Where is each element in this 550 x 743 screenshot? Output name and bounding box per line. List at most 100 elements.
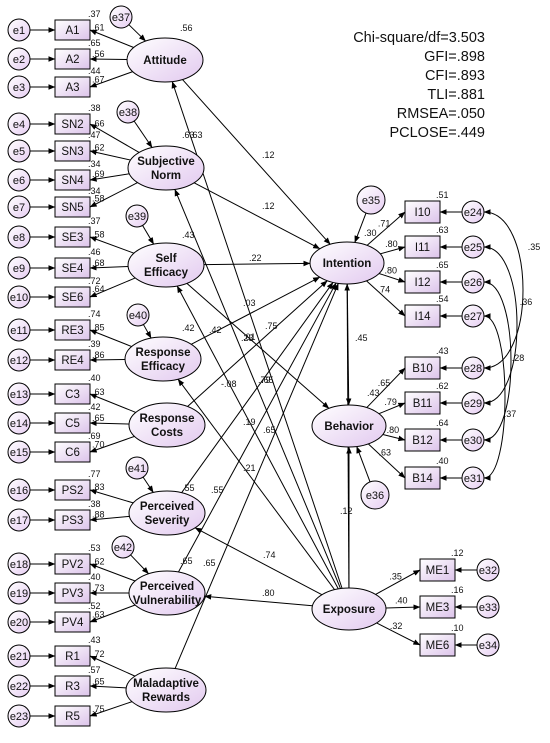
latent-self_efficacy bbox=[128, 243, 204, 287]
loading-label-PS3: .88 bbox=[92, 509, 105, 519]
error-label-e5: e5 bbox=[13, 146, 25, 158]
latent-maladaptive_rewards bbox=[126, 668, 206, 712]
indicator-label-I14: I14 bbox=[415, 311, 432, 323]
fit-index: GFI=.898 bbox=[424, 49, 485, 65]
latent-label-response_efficacy: Response bbox=[136, 347, 191, 359]
indicator-label-SN3: SN3 bbox=[61, 146, 83, 158]
indicator-label-I10: I10 bbox=[415, 207, 431, 219]
latent-label-self_efficacy: Self bbox=[155, 253, 176, 265]
loading-label-A3: .67 bbox=[92, 75, 105, 85]
indicator-r2-ME1: .12 bbox=[451, 548, 464, 558]
indicator-label-PV3: PV3 bbox=[62, 588, 84, 600]
latent-r2-perceived_vulnerability: .65 bbox=[180, 556, 193, 566]
indicator-label-ME3: ME3 bbox=[426, 602, 450, 614]
latent-label-perceived_severity: Severity bbox=[145, 515, 190, 527]
latent-subjective_norm bbox=[128, 146, 204, 190]
error-label-e36: e36 bbox=[366, 490, 384, 502]
disturbance-arrow-e40 bbox=[143, 325, 151, 339]
error-label-e31: e31 bbox=[464, 473, 482, 485]
covariance-e25-e29 bbox=[484, 247, 517, 403]
error-label-e14: e14 bbox=[10, 418, 28, 430]
loading-label-RE4: .86 bbox=[92, 350, 105, 360]
loading-label-ME3: .40 bbox=[395, 596, 408, 606]
disturbance-arrow-e42 bbox=[131, 555, 149, 574]
indicator-label-SN4: SN4 bbox=[61, 175, 84, 187]
indicator-label-PS3: PS3 bbox=[62, 515, 84, 527]
fit-index: CFI=.893 bbox=[425, 68, 485, 84]
disturbance-arrow-e39 bbox=[143, 225, 154, 244]
latent-label-response_efficacy: Efficacy bbox=[141, 361, 186, 373]
indicator-r2-SE4: .46 bbox=[88, 247, 101, 257]
error-label-e22: e22 bbox=[10, 681, 28, 693]
path-exposure-to-perceived_vulnerability bbox=[205, 596, 313, 605]
loading-label-SE4: .68 bbox=[92, 258, 105, 268]
indicator-r2-RE3: .74 bbox=[88, 309, 101, 319]
path-label-perceived_vulnerability-to-intention: .65 bbox=[203, 558, 216, 568]
loading-label-I10: .71 bbox=[378, 218, 391, 228]
indicator-r2-PV3: .40 bbox=[88, 572, 101, 582]
indicator-r2-I10: .51 bbox=[436, 190, 449, 200]
loading-label-R3: .65 bbox=[92, 676, 105, 686]
indicator-label-PV4: PV4 bbox=[62, 617, 84, 629]
error-label-e3: e3 bbox=[13, 82, 25, 94]
fit-index: PCLOSE=.449 bbox=[389, 125, 485, 141]
loading-label-RE3: .85 bbox=[92, 322, 105, 332]
error-label-e25: e25 bbox=[464, 242, 482, 254]
indicator-label-C5: C5 bbox=[65, 418, 80, 430]
latent-r2-attitude: .56 bbox=[180, 23, 193, 33]
error-label-e1: e1 bbox=[13, 25, 25, 37]
path-label-exposure-to-perceived_vulnerability: .80 bbox=[262, 588, 275, 598]
indicator-r2-B11: .62 bbox=[436, 381, 449, 391]
indicator-r2-PS2: .77 bbox=[88, 469, 101, 479]
latent-r2-behavior: .43 bbox=[367, 388, 380, 398]
indicator-r2-PS3: .38 bbox=[88, 499, 101, 509]
disturbance-arrow-e37 bbox=[129, 25, 146, 41]
indicator-r2-R3: .57 bbox=[88, 665, 101, 675]
path-label-attitude-to-intention: .12 bbox=[262, 150, 275, 160]
indicator-label-SE4: SE4 bbox=[62, 263, 84, 275]
indicator-r2-SN4: .34 bbox=[88, 159, 101, 169]
loading-label-PV4: .63 bbox=[92, 609, 105, 619]
error-label-e16: e16 bbox=[10, 485, 28, 497]
latent-label-perceived_vulnerability: Vulnerability bbox=[133, 595, 202, 607]
path-attitude-to-intention bbox=[183, 80, 331, 245]
path-label-subjective_norm-to-intention: .12 bbox=[262, 201, 275, 211]
latent-response_costs bbox=[129, 403, 205, 447]
indicator-r2-C3: .40 bbox=[88, 373, 101, 383]
path-label-exposure-to-self_efficacy: .79 bbox=[258, 375, 271, 385]
loading-label-PV2: .62 bbox=[92, 557, 105, 567]
indicator-label-R1: R1 bbox=[65, 651, 80, 663]
path-self_efficacy-to-intention bbox=[204, 263, 310, 264]
path-label-extra: .03 bbox=[243, 298, 256, 308]
path-label-exposure-to-behavior: .12 bbox=[340, 506, 353, 516]
indicator-label-A2: A2 bbox=[65, 54, 79, 66]
indicator-r2-SN2: .38 bbox=[88, 103, 101, 113]
error-label-e8: e8 bbox=[13, 232, 25, 244]
error-label-e7: e7 bbox=[13, 202, 25, 214]
path-label-maladaptive_rewards-to-intention: .21 bbox=[243, 463, 256, 473]
loading-label-B14: .63 bbox=[379, 447, 392, 457]
error-label-e11: e11 bbox=[10, 325, 28, 337]
error-label-e10: e10 bbox=[10, 292, 28, 304]
path-label-response_efficacy-to-intention: .42 bbox=[209, 325, 222, 335]
path-label-intention-to-behavior: .45 bbox=[355, 333, 368, 343]
loading-label-B10: .65 bbox=[378, 378, 391, 388]
indicator-label-SE3: SE3 bbox=[62, 232, 84, 244]
loading-label-SE3: .58 bbox=[92, 229, 105, 239]
indicator-r2-I11: .63 bbox=[436, 225, 449, 235]
indicator-r2-C5: .42 bbox=[88, 402, 101, 412]
indicator-label-ME1: ME1 bbox=[426, 565, 450, 577]
latent-label-maladaptive_rewards: Maladaptive bbox=[133, 678, 199, 690]
fit-index: TLI=.881 bbox=[427, 87, 485, 103]
indicator-r2-A1: .37 bbox=[88, 9, 101, 19]
error-label-e28: e28 bbox=[464, 363, 482, 375]
error-label-e32: e32 bbox=[479, 565, 497, 577]
indicator-label-I11: I11 bbox=[415, 242, 430, 254]
indicator-r2-I12: .65 bbox=[436, 260, 449, 270]
latent-label-subjective_norm: Subjective bbox=[137, 156, 195, 168]
path-label-exposure-to-perceived_severity: .74 bbox=[263, 550, 276, 560]
error-label-e20: e20 bbox=[10, 617, 28, 629]
indicator-label-B11: B11 bbox=[413, 398, 433, 410]
loading-label-I11: .80 bbox=[385, 239, 398, 249]
